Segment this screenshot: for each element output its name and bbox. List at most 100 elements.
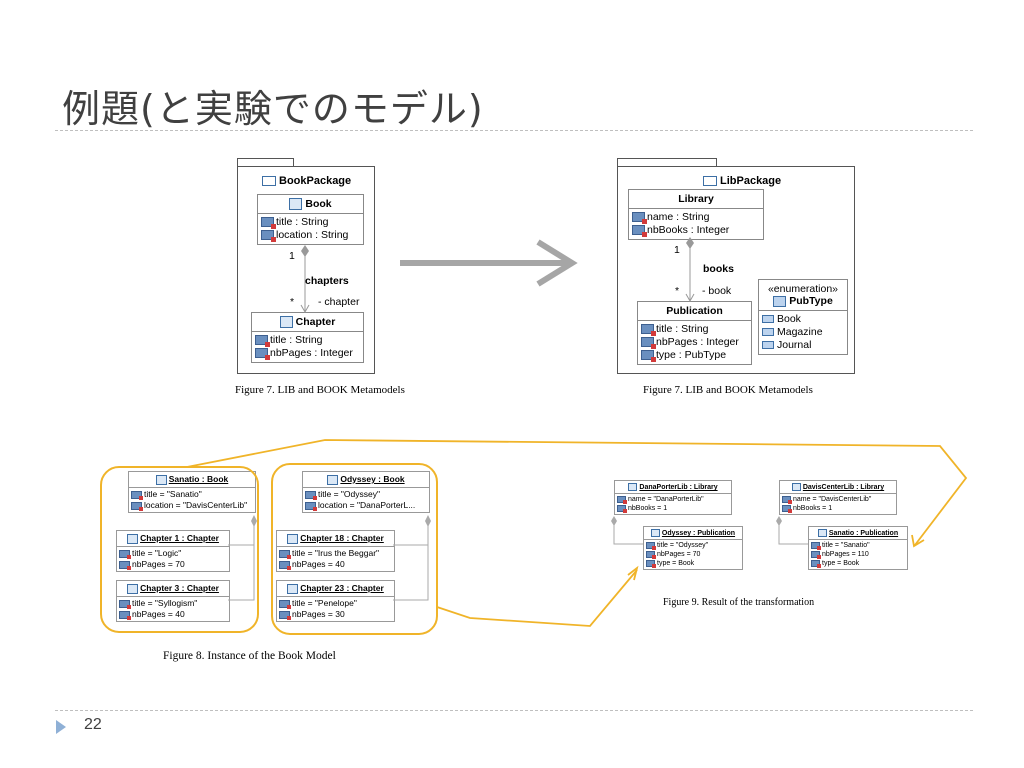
composition-diamond [611, 516, 617, 526]
lib-package-label: LibPackage [720, 175, 782, 187]
chapter18-object[interactable]: Chapter 18 : Chapter title = "Irus the B… [276, 530, 395, 572]
sanatio-book-object[interactable]: Sanatio : Book title = "Sanatio" locatio… [128, 471, 256, 513]
odyssey-book-object[interactable]: Odyssey : Book title = "Odyssey" locatio… [302, 471, 430, 513]
book-attr-location: location : String [276, 229, 349, 242]
chapter-attr-title: title : String [270, 334, 323, 347]
composition-diamond [301, 245, 309, 257]
attribute-icon [305, 490, 317, 500]
composition-diamond [251, 515, 257, 527]
attribute-icon [305, 501, 317, 511]
pubtype-enum[interactable]: «enumeration» PubType Book Magazine Jour… [758, 279, 848, 355]
book-class-name: Book [305, 198, 332, 210]
attribute-icon [119, 599, 131, 609]
composition-diamond [776, 516, 782, 526]
chapter23-object[interactable]: Chapter 23 : Chapter title = "Penelope" … [276, 580, 395, 622]
literal-icon [762, 328, 774, 337]
chapter3-object[interactable]: Chapter 3 : Chapter title = "Syllogism" … [116, 580, 230, 622]
library-attr-name: name : String [647, 211, 710, 223]
book-mult-target: * [290, 296, 295, 308]
class-icon [289, 198, 303, 211]
attribute-icon [255, 335, 270, 348]
publication-attr-title: title : String [656, 323, 709, 335]
odyssey-pub-nbpages: nbPages = 70 [657, 551, 701, 558]
attribute-icon [632, 212, 647, 225]
attribute-icon [255, 348, 270, 361]
daviscenterlib-object[interactable]: DavisCenterLib : Library name = "DavisCe… [779, 480, 897, 515]
attribute-icon [646, 550, 656, 559]
book-attr-title: title : String [276, 216, 329, 229]
library-class[interactable]: Library name : String nbBooks : Integer [628, 189, 764, 240]
chapter18-nbpages: nbPages = 40 [292, 558, 345, 569]
object-icon [127, 583, 139, 594]
sanatio-location: location = "DavisCenterLib" [144, 499, 248, 510]
attribute-icon [646, 559, 656, 568]
daviscenterlib-name: name = "DavisCenterLib" [793, 496, 872, 503]
attribute-icon [279, 599, 291, 609]
attribute-icon [131, 501, 143, 511]
chapter3-nbpages: nbPages = 40 [132, 608, 185, 619]
chapter-class[interactable]: Chapter title : String nbPages : Integer [251, 312, 364, 364]
attribute-icon [646, 541, 656, 550]
odyssey-title: title = "Odyssey" [318, 488, 381, 499]
object-icon [650, 529, 660, 537]
sanatio-pub-header: Sanatio : Publication [828, 529, 899, 537]
instance-link [228, 523, 255, 601]
book-mult-source: 1 [289, 250, 295, 262]
chapter23-header: Chapter 23 : Chapter [300, 583, 384, 593]
mapping-arrowhead [627, 565, 639, 581]
publication-class[interactable]: Publication title : String nbPages : Int… [637, 301, 752, 365]
package-icon [703, 176, 717, 187]
enum-stereotype: «enumeration» [767, 283, 839, 295]
attribute-icon [782, 504, 792, 513]
attribute-icon [279, 560, 291, 570]
chapter23-title: title = "Penelope" [292, 597, 357, 608]
attribute-icon [811, 559, 821, 568]
chapter-attr-nbpages: nbPages : Integer [270, 347, 353, 360]
figure-caption-7b: Figure 7. LIB and BOOK Metamodels [643, 384, 813, 396]
book-class[interactable]: Book title : String location : String [257, 194, 364, 246]
chapter-class-name: Chapter [295, 316, 336, 328]
highlight-odyssey-group [271, 463, 438, 635]
composition-diamond [686, 237, 694, 249]
odyssey-header: Odyssey : Book [340, 474, 405, 484]
sanatio-header: Sanatio : Book [168, 474, 229, 484]
result-link [778, 522, 808, 545]
book-role: - chapter [318, 296, 360, 308]
object-icon [287, 533, 299, 544]
lib-mult-target: * [675, 285, 680, 297]
figure-caption-8: Figure 8. Instance of the Book Model [163, 650, 336, 662]
danaporterlib-object[interactable]: DanaPorterLib : Library name = "DanaPort… [614, 480, 732, 515]
footer-divider [55, 710, 973, 711]
bullet-triangle-icon [56, 720, 66, 734]
chapter1-title: title = "Logic" [132, 547, 182, 558]
attribute-icon [811, 541, 821, 550]
daviscenterlib-nbbooks: nbBooks = 1 [793, 505, 833, 512]
sanatio-title: title = "Sanatio" [144, 488, 202, 499]
attribute-icon [641, 350, 656, 363]
nav-arrowhead [300, 304, 310, 314]
chapter18-title: title = "Irus the Beggar" [292, 547, 380, 558]
literal-icon [762, 341, 774, 350]
highlight-sanatio-group [100, 466, 259, 633]
chapter23-nbpages: nbPages = 30 [292, 608, 345, 619]
attribute-icon [119, 560, 131, 570]
attribute-icon [632, 225, 647, 238]
literal-icon [762, 315, 774, 324]
attribute-icon [131, 490, 143, 500]
daviscenterlib-header: DavisCenterLib : Library [802, 483, 885, 491]
chapter1-object[interactable]: Chapter 1 : Chapter title = "Logic" nbPa… [116, 530, 230, 572]
attribute-icon [261, 230, 276, 243]
odyssey-publication-object[interactable]: Odyssey : Publication title = "Odyssey" … [643, 526, 743, 570]
class-icon [279, 316, 293, 329]
enum-literal-book: Book [777, 313, 801, 325]
object-icon [327, 474, 339, 485]
slide-title: 例題(と実験でのモデル) [62, 87, 484, 131]
attribute-icon [617, 495, 627, 504]
chapter3-title: title = "Syllogism" [132, 597, 198, 608]
odyssey-pub-type: type = Book [657, 560, 695, 567]
chapter3-header: Chapter 3 : Chapter [140, 583, 219, 593]
chapter1-nbpages: nbPages = 70 [132, 558, 185, 569]
sanatio-publication-object[interactable]: Sanatio : Publication title = "Sanatio" … [808, 526, 908, 570]
book-package-label: BookPackage [279, 175, 352, 187]
